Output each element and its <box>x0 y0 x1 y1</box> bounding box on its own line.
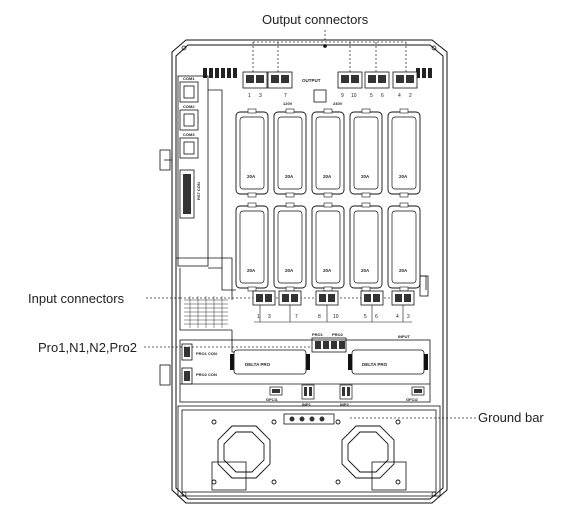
rs-con-label: RS7 CON <box>196 182 201 200</box>
breaker: 20A <box>349 108 383 198</box>
com1-port <box>179 81 199 103</box>
panel-enclosure <box>171 39 448 504</box>
bottom-compartment <box>177 405 441 497</box>
svg-text:7: 7 <box>295 314 298 320</box>
rs-connector: RS7 CON <box>179 169 201 219</box>
svg-text:1: 1 <box>248 93 251 99</box>
com2-port <box>179 109 199 131</box>
top-vents <box>203 68 432 78</box>
svg-text:5: 5 <box>364 314 367 320</box>
svg-text:2: 2 <box>407 314 410 320</box>
breaker: 20A <box>311 108 345 198</box>
svg-text:7: 7 <box>284 93 287 99</box>
pro-terminal-block: PRO1 PRO2 <box>311 332 347 353</box>
breaker-rating: 20A <box>399 268 408 273</box>
breaker: 20A <box>349 202 383 292</box>
com3-label: COM3 <box>183 132 195 137</box>
output-callout-lines <box>252 30 407 72</box>
ground-bar-label: Ground bar <box>478 410 544 425</box>
pro2-con-label: PRO2 CON <box>196 372 217 377</box>
svg-text:9: 9 <box>341 93 344 99</box>
breaker-rating: 20A <box>285 174 294 179</box>
breaker-rating: 20A <box>361 268 370 273</box>
breaker-rating: 20A <box>247 174 256 179</box>
svg-text:3: 3 <box>268 314 271 320</box>
voltage-120-label: 120V <box>283 101 293 106</box>
svg-text:2: 2 <box>409 93 412 99</box>
input-bus-lines <box>254 305 412 323</box>
input-connectors-label: Input connectors <box>28 291 125 306</box>
svg-text:4: 4 <box>398 93 401 99</box>
svg-text:8: 8 <box>318 314 321 320</box>
breaker: 20A <box>311 202 345 292</box>
pro2-label: PRO2 <box>332 332 344 337</box>
svg-text:6: 6 <box>375 314 378 320</box>
wire-routing <box>176 257 429 353</box>
gfci-inp-row: GFCI1 INP1 INP2 GFCI2 <box>266 384 425 407</box>
delta-pro-module-left: DELTA PRO <box>230 349 310 375</box>
breaker: 20A <box>387 202 421 292</box>
breaker-grid: 20A 20A 20A 20A 20A 20A 20A 20A 20A 20A <box>235 108 421 292</box>
breaker-rating: 20A <box>323 174 332 179</box>
inp2-label: INP2 <box>340 402 350 407</box>
left-channel <box>159 75 223 386</box>
svg-text:10: 10 <box>351 93 357 99</box>
breaker-rating: 20A <box>361 174 370 179</box>
breaker: 20A <box>273 202 307 292</box>
svg-text:6: 6 <box>381 93 384 99</box>
pro-con-ports: PRO1 CON PRO2 CON <box>181 343 217 385</box>
pro-n-label: Pro1,N1,N2,Pro2 <box>38 340 137 355</box>
svg-text:3: 3 <box>259 93 262 99</box>
voltage-240-label: 240V <box>333 101 343 106</box>
breaker: 20A <box>235 108 269 198</box>
cable-gland-left <box>211 419 277 485</box>
breaker-rating: 20A <box>285 268 294 273</box>
svg-text:10: 10 <box>333 314 339 320</box>
svg-text:4: 4 <box>396 314 399 320</box>
delta-pro-module-right: DELTA PRO <box>348 349 428 375</box>
input-label: INPUT <box>398 334 411 339</box>
com3-port <box>179 137 199 159</box>
breaker-rating: 20A <box>247 268 256 273</box>
gfci2-label: GFCI2 <box>406 397 419 402</box>
breaker: 20A <box>273 108 307 198</box>
com-ports: COM1 COM2 COM3 <box>179 76 199 159</box>
meter-window <box>313 89 327 103</box>
inp1-label: INP1 <box>302 402 312 407</box>
mid-panel <box>179 339 431 403</box>
input-numbers: 1 3 7 8 10 5 6 4 2 <box>257 314 410 320</box>
pro1-con-label: PRO1 CON <box>196 351 217 356</box>
panel-screws <box>181 44 437 497</box>
gfci1-label: GFCI1 <box>266 397 279 402</box>
svg-text:1: 1 <box>257 314 260 320</box>
pro1-label: PRO1 <box>312 332 324 337</box>
com2-label: COM2 <box>183 104 195 109</box>
output-terminals <box>246 75 414 83</box>
input-terminals <box>256 294 411 302</box>
breaker-rating: 20A <box>399 174 408 179</box>
delta-pro-right-label: DELTA PRO <box>362 362 388 367</box>
output-connectors-label: Output connectors <box>262 12 369 27</box>
breaker-rating: 20A <box>323 268 332 273</box>
ground-bar <box>283 413 335 425</box>
hatch-area <box>184 296 228 328</box>
breaker: 20A <box>387 108 421 198</box>
output-numbers: 1 3 7 9 10 5 6 4 2 <box>248 93 412 99</box>
com1-label: COM1 <box>183 76 195 81</box>
output-connector-row <box>242 71 418 89</box>
svg-text:5: 5 <box>370 93 373 99</box>
cable-gland-right <box>335 419 401 485</box>
breaker: 20A <box>235 202 269 292</box>
output-label: OUTPUT <box>302 78 321 83</box>
delta-pro-left-label: DELTA PRO <box>245 362 271 367</box>
